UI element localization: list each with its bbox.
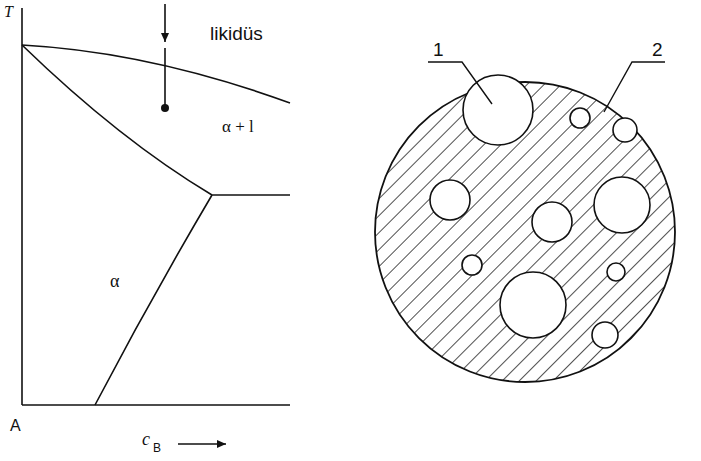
axis-label: T [4,4,13,20]
primary-crystal [463,75,533,145]
primary-crystal [462,255,482,275]
callout-number: 2 [652,40,663,59]
temperature-axis [21,8,23,405]
phase-label: α [110,272,119,290]
primary-crystal [607,263,625,281]
primary-crystal [594,177,650,233]
axis-arrow [178,443,226,445]
phase-label: α + l [222,118,254,135]
primary-crystal [430,180,470,220]
leader-line [428,62,492,104]
solvus-line [95,195,212,405]
primary-crystal [592,322,618,348]
phase-diagram [22,4,290,444]
callout-number: 1 [433,40,444,59]
primary-crystal [613,118,637,142]
microstructure [375,75,675,382]
leader-line [604,62,665,112]
liquidus-line [22,45,290,103]
axis-label: A [10,418,21,434]
solidus-line [22,45,212,195]
concentration-axis [22,404,290,406]
primary-crystal [570,108,590,128]
primary-crystal [500,272,566,338]
cooling-path [164,48,166,108]
primary-crystal [532,202,572,242]
state-point [161,104,169,112]
region-label: likidüs [210,24,263,43]
axis-label: c [142,430,150,448]
axis-subscript: B [153,442,161,454]
cooling-arrow [164,4,166,42]
eutectic-line [212,194,290,196]
